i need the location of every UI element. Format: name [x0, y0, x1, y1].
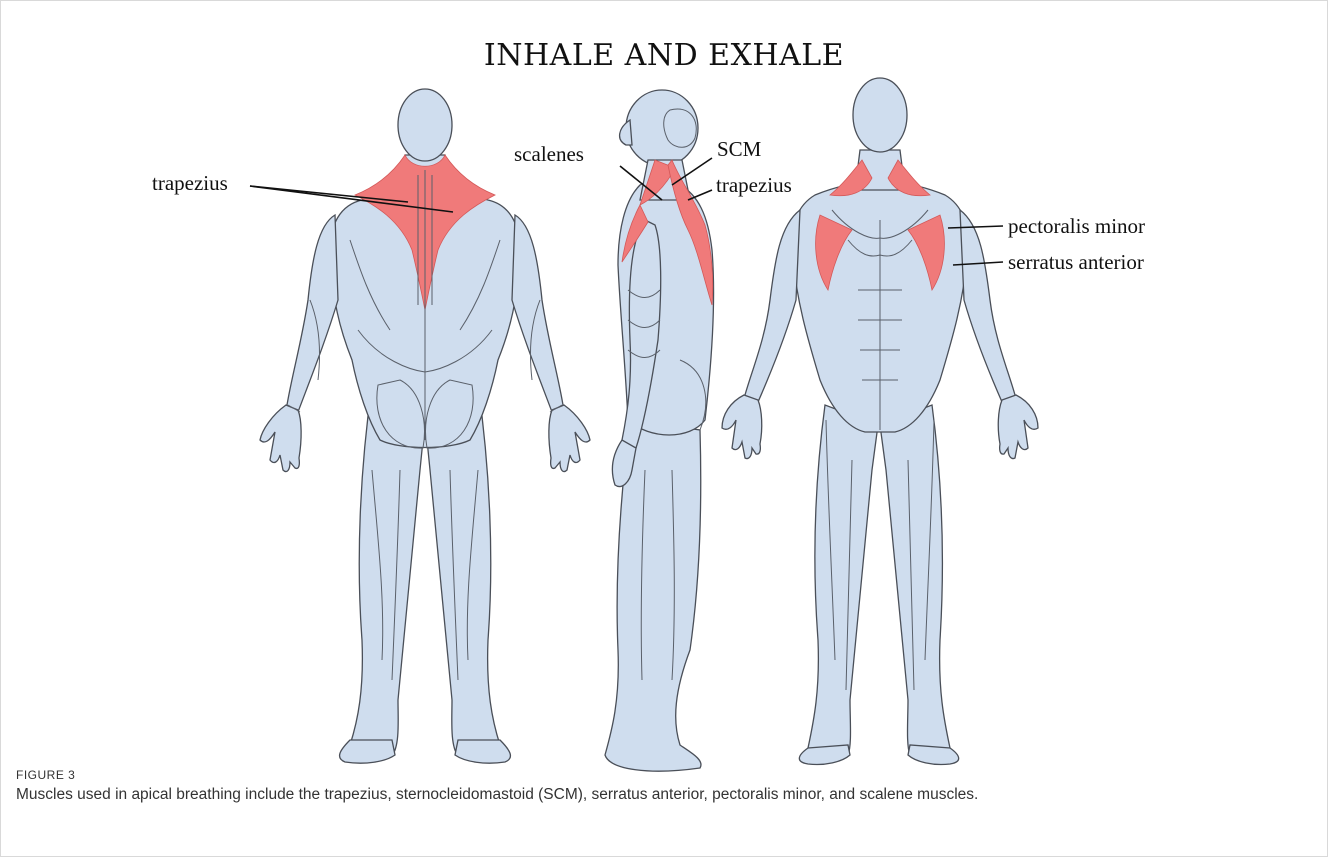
- label-trapezius-side: trapezius: [716, 173, 792, 197]
- figure-caption: Muscles used in apical breathing include…: [16, 786, 1306, 804]
- label-serratus-anterior: serratus anterior: [1008, 250, 1144, 274]
- label-scm: SCM: [717, 137, 762, 161]
- back-view-figure: [260, 89, 590, 763]
- label-trapezius-back: trapezius: [152, 171, 228, 195]
- label-pectoralis-minor: pectoralis minor: [1008, 214, 1145, 238]
- label-scalenes: scalenes: [514, 142, 584, 166]
- side-view-figure: [605, 90, 714, 771]
- figure-number: FIGURE 3: [16, 768, 75, 782]
